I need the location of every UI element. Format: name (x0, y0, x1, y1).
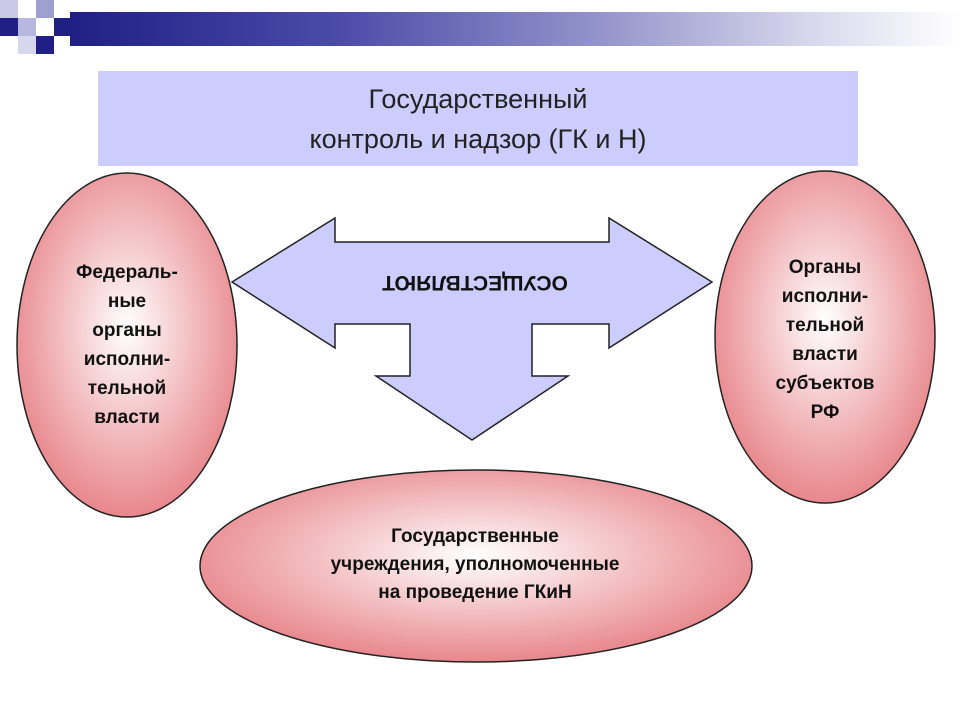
right-oval-line: исполни- (781, 286, 869, 307)
connector-arrow (230, 216, 714, 441)
left-oval-line: исполни- (83, 349, 171, 370)
title-box: Государственный контроль и надзор (ГК и … (98, 71, 858, 166)
arrow-label: осуществляют (382, 271, 568, 294)
bottom-oval-line: Государственные (391, 526, 559, 547)
bottom-oval-text: Государственные учреждения, уполномоченн… (250, 515, 700, 615)
left-oval-line: власти (94, 407, 160, 428)
right-oval-line: РФ (810, 402, 840, 423)
right-oval-text: Органы исполни- тельной власти субъектов… (735, 250, 915, 430)
bottom-oval-line: учреждения, уполномоченные (330, 554, 620, 575)
left-oval-text: Федераль- ные органы исполни- тельной вл… (37, 250, 217, 440)
bottom-oval-line: на проведение ГКиН (378, 582, 572, 603)
right-oval-line: Органы (788, 257, 862, 278)
right-oval (714, 170, 936, 504)
title-line-1: Государственный (368, 83, 588, 114)
left-oval (16, 172, 238, 518)
right-oval-line: власти (792, 344, 858, 365)
left-oval-line: органы (92, 320, 162, 341)
left-oval-line: Федераль- (76, 262, 178, 283)
left-oval-line: тельной (87, 378, 167, 399)
left-oval-line: ные (107, 291, 147, 312)
title-line-2: контроль и надзор (ГК и Н) (309, 123, 647, 154)
right-oval-line: субъектов (775, 373, 875, 394)
right-oval-line: тельной (785, 315, 865, 336)
header-gradient-line (70, 12, 960, 46)
header-decoration (0, 0, 960, 60)
bottom-oval (199, 469, 753, 663)
